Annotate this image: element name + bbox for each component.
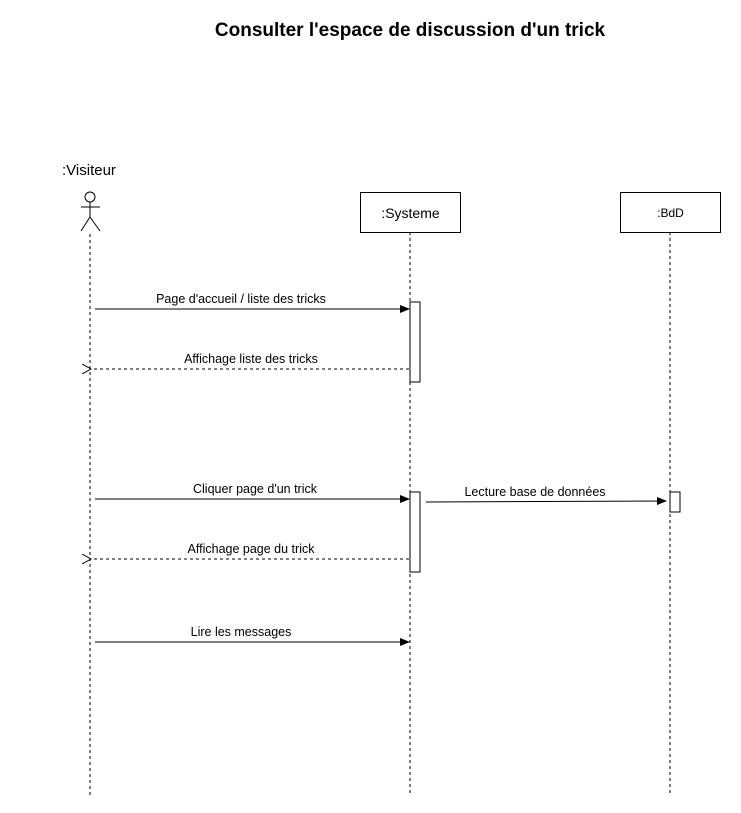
message-label-3: Cliquer page d'un trick [193,482,317,496]
activation-systeme-2 [409,491,421,573]
actor-icon [80,191,101,232]
message-label-6: Lire les messages [190,625,292,639]
activation-bdd [669,491,681,513]
diagram-title: Consulter l'espace de discussion d'un tr… [214,20,606,41]
message-label-2: Affichage liste des tricks [184,352,318,366]
message-label-1: Page d'accueil / liste des tricks [156,292,326,306]
participant-systeme-label: :Systeme [381,204,440,221]
participant-systeme: :Systeme [360,192,461,233]
actor-label: :Visiteur [62,162,116,179]
message-arrow-4 [425,497,667,506]
participant-bdd: :BdD [620,192,721,233]
participant-bdd-label: :BdD [657,205,684,220]
activation-systeme-1 [409,301,421,383]
message-label-4: Lecture base de données [464,485,606,499]
message-label-5: Affichage page du trick [187,542,315,556]
